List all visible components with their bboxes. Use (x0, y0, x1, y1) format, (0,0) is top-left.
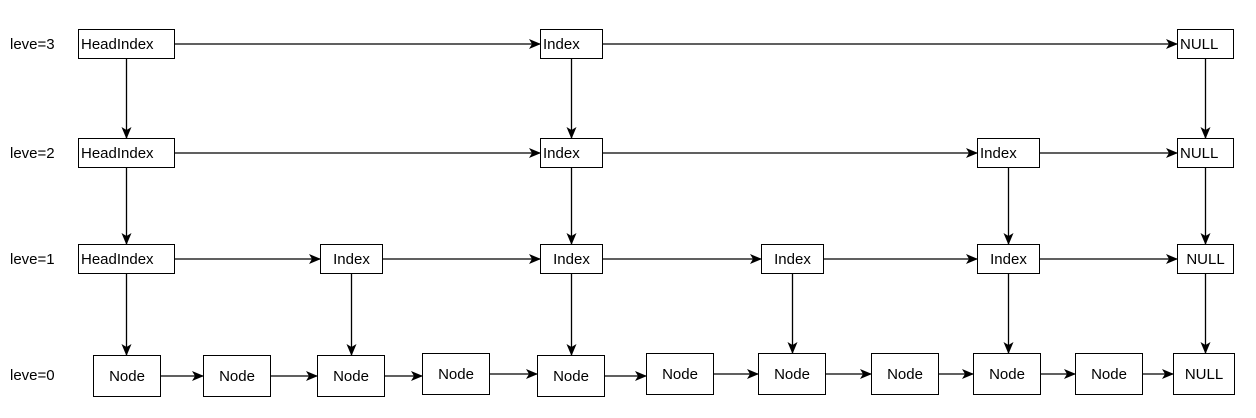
node-9: Node (973, 353, 1041, 395)
node-6: Node (646, 353, 714, 395)
index-level-1-c: Index (761, 244, 824, 274)
head-index-level-1: HeadIndex (78, 244, 175, 274)
index-level-3-a: Index (540, 29, 603, 59)
level-label-1: leve=1 (10, 251, 55, 268)
node-7: Node (758, 353, 826, 395)
index-level-1-b: Index (540, 244, 603, 274)
null-level-3: NULL (1177, 29, 1234, 59)
node-3: Node (317, 355, 385, 397)
index-level-1-d: Index (977, 244, 1040, 274)
node-8: Node (871, 353, 939, 395)
node-10: Node (1075, 353, 1143, 395)
head-index-level-2: HeadIndex (78, 138, 175, 168)
index-level-1-a: Index (320, 244, 383, 274)
index-level-2-a: Index (540, 138, 603, 168)
level-label-0: leve=0 (10, 367, 55, 384)
level-label-3: leve=3 (10, 36, 55, 53)
node-1: Node (93, 355, 161, 397)
head-index-level-3: HeadIndex (78, 29, 175, 59)
node-4: Node (422, 353, 490, 395)
index-level-2-b: Index (977, 138, 1040, 168)
null-level-2: NULL (1177, 138, 1234, 168)
null-level-0: NULL (1173, 353, 1235, 395)
level-label-2: leve=2 (10, 145, 55, 162)
null-level-1: NULL (1177, 244, 1234, 274)
node-5: Node (537, 355, 605, 397)
node-2: Node (203, 355, 271, 397)
